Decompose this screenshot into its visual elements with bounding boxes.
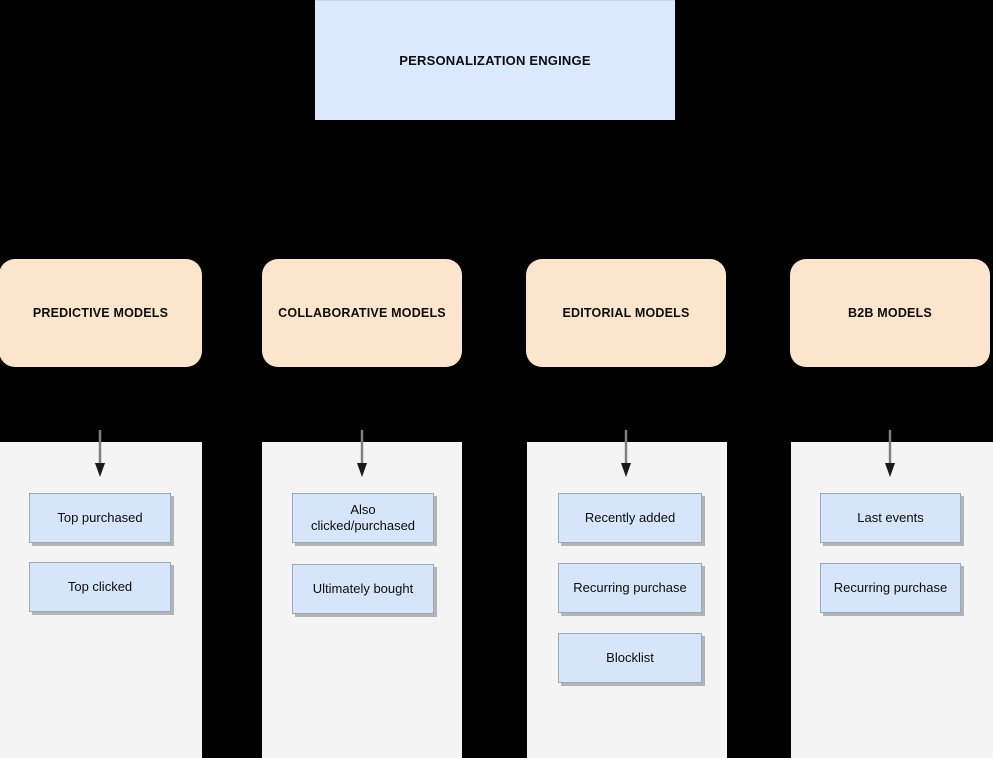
- list-item[interactable]: Last events: [820, 493, 961, 543]
- personalization-engine-label: PERSONALIZATION ENGINGE: [399, 53, 591, 68]
- arrow-down-icon-predictive: [95, 430, 105, 477]
- sub-box-label: Last events: [857, 509, 924, 525]
- model-box-collaborative[interactable]: COLLABORATIVE MODELS: [262, 259, 462, 367]
- sub-box-label: Ultimately bought: [312, 580, 414, 596]
- list-item[interactable]: Top purchased: [29, 493, 171, 543]
- list-item[interactable]: Also clicked/purchased: [292, 493, 434, 543]
- sub-box-label: Also clicked/purchased: [310, 501, 416, 533]
- arrow-down-icon-collaborative: [357, 430, 367, 477]
- sub-box-label: Recently added: [584, 509, 676, 525]
- model-box-editorial[interactable]: EDITORIAL MODELS: [526, 259, 726, 367]
- list-item[interactable]: Top clicked: [29, 562, 171, 612]
- list-item[interactable]: Ultimately bought: [292, 564, 434, 614]
- list-item[interactable]: Recently added: [558, 493, 702, 543]
- list-item[interactable]: Recurring purchase: [558, 563, 702, 613]
- model-box-editorial-label: EDITORIAL MODELS: [562, 306, 690, 320]
- sub-box-label: Blocklist: [606, 649, 654, 665]
- arrow-down-icon-b2b: [885, 430, 895, 477]
- sub-box-label: Recurring purchase: [573, 579, 687, 595]
- model-box-b2b[interactable]: B2B MODELS: [790, 259, 990, 367]
- sub-box-label: Top purchased: [57, 509, 143, 525]
- model-box-predictive-label: PREDICTIVE MODELS: [32, 306, 169, 320]
- sub-box-label: Recurring purchase: [833, 579, 948, 595]
- personalization-engine-box[interactable]: PERSONALIZATION ENGINGE: [315, 0, 675, 120]
- list-item[interactable]: Blocklist: [558, 633, 702, 683]
- arrow-down-icon-editorial: [621, 430, 631, 477]
- model-box-predictive[interactable]: PREDICTIVE MODELS: [0, 259, 202, 367]
- sub-box-label: Top clicked: [67, 578, 133, 594]
- model-box-b2b-label: B2B MODELS: [848, 306, 932, 320]
- list-item[interactable]: Recurring purchase: [820, 563, 961, 613]
- model-box-collaborative-label: COLLABORATIVE MODELS: [278, 306, 446, 320]
